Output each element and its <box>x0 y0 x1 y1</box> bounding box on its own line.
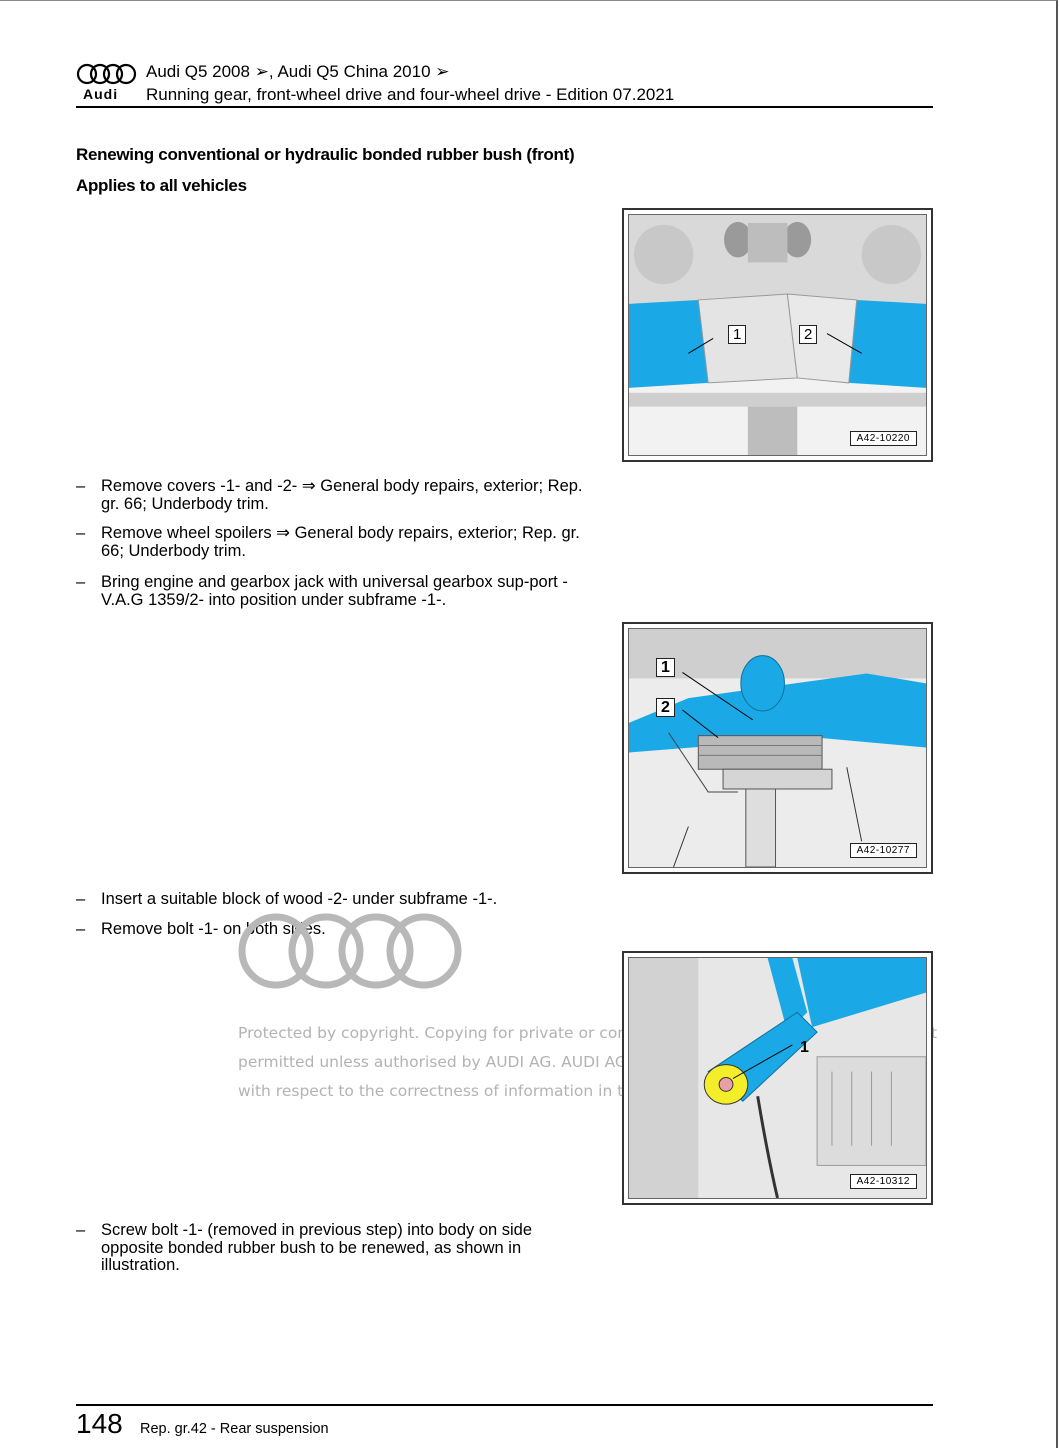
figure-3-code: A42-10312 <box>849 1174 917 1189</box>
header-manual-title: Running gear, front-wheel drive and four… <box>146 85 675 104</box>
figure-1-code: A42-10220 <box>849 431 917 446</box>
watermark-text-trail: t <box>931 1024 938 1042</box>
footer-section: Rep. gr.42 - Rear suspension <box>140 1421 329 1437</box>
underbody-illustration <box>629 215 926 455</box>
figure-1-callout-1: 1 <box>728 325 747 344</box>
header-rule <box>76 106 933 108</box>
figure-2-callout-1: 1 <box>656 658 675 677</box>
figure-1-callout-2: 2 <box>799 325 818 344</box>
step-screw-bolt-opposite-side: –Screw bolt -1- (removed in previous ste… <box>76 1221 533 1274</box>
step-position-gearbox-jack: –Bring engine and gearbox jack with univ… <box>76 573 568 609</box>
step-remove-wheel-spoilers: –Remove wheel spoilers ⇒ General body re… <box>76 524 580 560</box>
step-insert-wood-block: –Insert a suitable block of wood -2- und… <box>76 890 498 908</box>
audi-logo-word: Audi <box>83 86 119 102</box>
header-model: Audi Q5 2008 ➢, Audi Q5 China 2010 ➢ <box>146 62 450 81</box>
watermark-text-line-2: permitted unless authorised by AUDI AG. … <box>238 1053 642 1071</box>
watermark-audi-rings <box>238 912 462 990</box>
figure-underbody-covers: 1 2 A42-10220 <box>622 208 933 462</box>
footer-rule <box>76 1404 933 1406</box>
page-subtitle: Applies to all vehicles <box>76 176 247 195</box>
figure-2-code: A42-10277 <box>849 843 917 858</box>
step-remove-covers: –Remove covers -1- and -2- ⇒ General bod… <box>76 477 583 513</box>
figure-gearbox-jack: 1 2 A42-10277 <box>622 622 933 874</box>
figure-2-callout-2: 2 <box>656 698 675 717</box>
jack-illustration <box>629 629 926 867</box>
page-number: 148 <box>76 1408 123 1439</box>
figure-3-callout-1: 1 <box>800 1039 809 1056</box>
watermark-text-line-3: with respect to the correctness of infor… <box>238 1082 634 1100</box>
figure-bolt-location: 1 A42-10312 <box>622 951 933 1205</box>
watermark-text-line-1: Protected by copyright. Copying for priv… <box>238 1024 648 1042</box>
step-remove-bolt: –Remove bolt -1- on both sides. <box>76 920 326 938</box>
page-title: Renewing conventional or hydraulic bonde… <box>76 145 575 164</box>
audi-rings-logo <box>76 62 138 102</box>
bolt-illustration <box>629 958 926 1198</box>
